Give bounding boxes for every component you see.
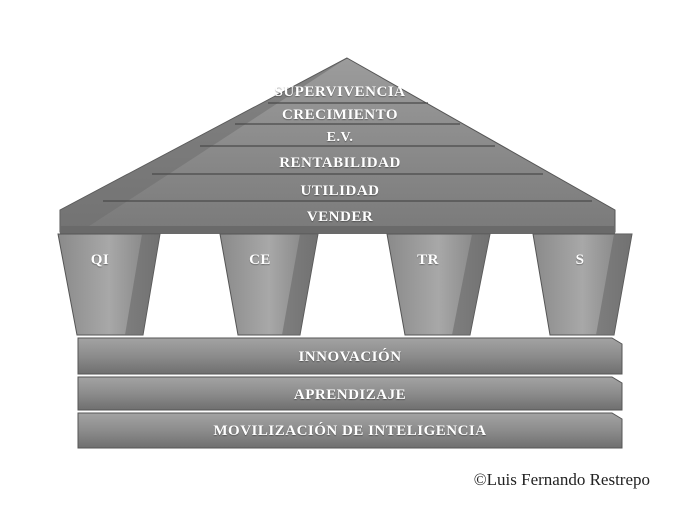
base-slab-aprendizaje xyxy=(77,376,623,411)
column-label-qi: QI xyxy=(90,252,110,268)
column-ce-shape xyxy=(219,233,319,336)
column-label-s: S xyxy=(575,252,585,268)
column-label-ce: CE xyxy=(249,252,271,268)
base-layer-movilizacion: MOVILIZACIÓN DE INTELIGENCIA xyxy=(213,423,487,439)
roof-level-supervivencia: SUPERVIVENCIA xyxy=(274,84,406,100)
roof-level-utilidad: UTILIDAD xyxy=(300,183,380,199)
roof-shadow-left xyxy=(60,58,347,232)
column-tr-shape xyxy=(386,233,491,336)
roof-level-ev: E.V. xyxy=(326,130,354,145)
roof-level-crecimiento: CRECIMIENTO xyxy=(281,107,399,123)
base-slab-innovacion xyxy=(77,337,623,375)
roof-tier-lines xyxy=(103,102,592,202)
column-qi-shape xyxy=(57,233,161,336)
column-label-tr: TR xyxy=(417,252,439,268)
column-s-shape xyxy=(532,233,633,336)
roof-level-rentabilidad: RENTABILIDAD xyxy=(279,155,401,171)
roof-level-vender: VENDER xyxy=(306,209,374,225)
base-slab-movilizacion xyxy=(77,412,623,449)
base-layer-innovacion: INNOVACIÓN xyxy=(298,349,402,365)
architrave xyxy=(60,226,615,234)
base-layer-aprendizaje: APRENDIZAJE xyxy=(293,387,407,403)
copyright-credit: ©Luis Fernando Restrepo xyxy=(473,470,650,489)
